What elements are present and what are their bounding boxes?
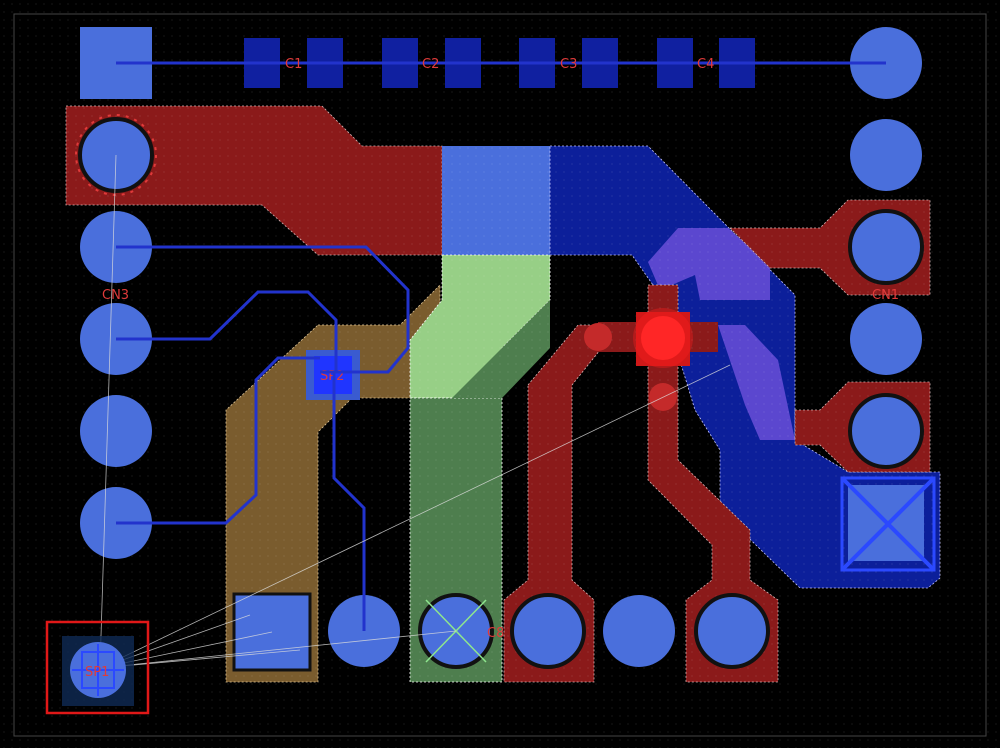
cn3-pad-1-ring <box>75 114 157 196</box>
cn3-label: CN3 <box>102 288 129 303</box>
sp1-crosshair <box>72 644 124 696</box>
pad-round-bottom-5[interactable] <box>694 593 770 669</box>
pad-round-bottom-3[interactable] <box>510 593 586 669</box>
cn1-pad-2[interactable] <box>850 119 922 191</box>
hotspot-pad-left[interactable] <box>584 323 612 351</box>
cn3-pad-4[interactable] <box>80 395 152 467</box>
cn1-pad-3[interactable] <box>848 209 924 285</box>
trace-cn3-2[interactable] <box>116 245 410 374</box>
trace-cn3-5[interactable] <box>116 356 320 525</box>
hotspot-glow <box>633 308 693 368</box>
cn1-pad-4[interactable] <box>850 303 922 375</box>
c3-label: C3 <box>560 57 577 72</box>
hotspot-center[interactable] <box>641 316 685 360</box>
c4-label: C4 <box>697 57 714 72</box>
cn1-pad-5[interactable] <box>848 393 924 469</box>
cn1-pad-square-x <box>840 476 936 572</box>
sp1-label: SP1 <box>85 665 109 680</box>
trace-sp2-to-pad[interactable] <box>332 372 366 631</box>
c2-label: C2 <box>422 57 439 72</box>
c8-label: C8 <box>487 626 504 641</box>
cn1-label: CN1 <box>872 288 899 303</box>
cn1-pad-square-frame <box>840 476 936 572</box>
pad-square-bottom[interactable] <box>232 592 312 672</box>
pad-round-bottom-4[interactable] <box>603 595 675 667</box>
trace-cn3-3[interactable] <box>116 290 338 372</box>
c1-label: C1 <box>285 57 302 72</box>
sp1-selection-box <box>45 620 150 715</box>
